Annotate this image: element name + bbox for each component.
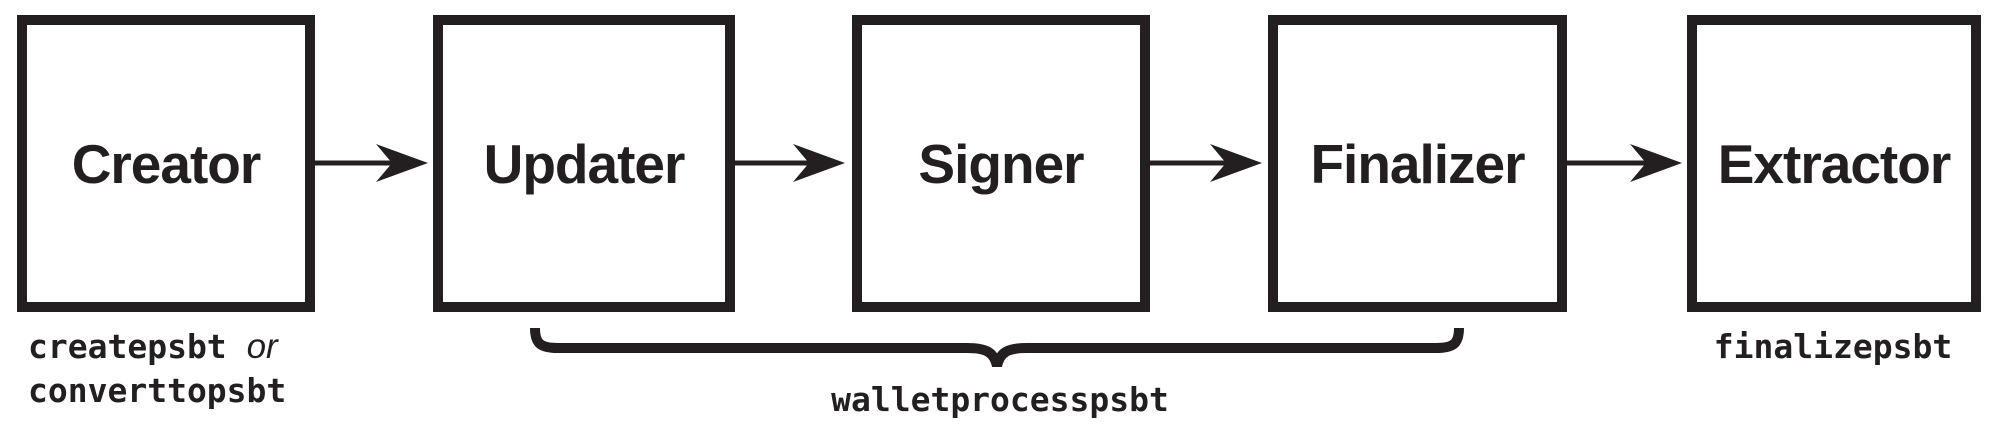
box-finalizer: Finalizer bbox=[1268, 15, 1567, 312]
creator-commands-caption: createpsbt or converttopsbt bbox=[28, 325, 286, 413]
box-updater: Updater bbox=[433, 15, 735, 312]
creator-command-1: createpsbt bbox=[28, 327, 227, 366]
box-signer-label: Signer bbox=[918, 132, 1084, 195]
box-updater-label: Updater bbox=[483, 132, 686, 195]
box-extractor-label: Extractor bbox=[1717, 132, 1951, 195]
creator-command-2: converttopsbt bbox=[28, 371, 287, 410]
finalizepsbt-caption: finalizepsbt bbox=[1713, 327, 1953, 366]
flow-arrow-icon bbox=[1150, 144, 1262, 182]
flow-arrow-icon bbox=[1567, 144, 1682, 182]
box-extractor: Extractor bbox=[1687, 15, 1981, 312]
underbrace bbox=[530, 327, 1464, 368]
box-creator: Creator bbox=[17, 15, 315, 312]
box-signer: Signer bbox=[852, 15, 1150, 312]
walletprocesspsbt-caption: walletprocesspsbt bbox=[831, 380, 1169, 419]
flow-arrow-icon bbox=[735, 144, 845, 182]
flow-arrow-icon bbox=[315, 144, 428, 182]
box-creator-label: Creator bbox=[71, 132, 262, 195]
creator-command-conjunction: or bbox=[246, 327, 278, 366]
box-finalizer-label: Finalizer bbox=[1310, 132, 1525, 195]
